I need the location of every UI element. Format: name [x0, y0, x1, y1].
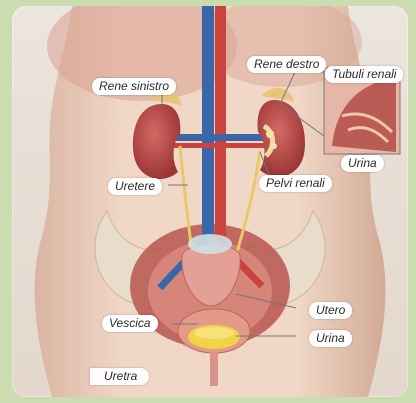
label-utero: Utero	[309, 302, 352, 319]
label-rene-sinistro: Rene sinistro	[92, 78, 176, 95]
diagram-frame: Rene sinistro Rene destro Tubuli renali …	[12, 6, 408, 397]
label-uretere: Uretere	[108, 178, 162, 195]
label-urina-vescica: Urina	[309, 330, 352, 347]
vena-cava	[202, 6, 214, 236]
label-rene-destro: Rene destro	[247, 56, 326, 73]
label-uretra: Uretra	[90, 368, 149, 385]
label-tubuli-renali: Tubuli renali	[325, 66, 403, 83]
aorta	[215, 6, 226, 236]
label-urina-inset: Urina	[341, 155, 384, 172]
label-vescica: Vescica	[102, 315, 158, 332]
label-pelvi-renali: Pelvi renali	[259, 175, 332, 192]
urethra	[210, 352, 218, 386]
